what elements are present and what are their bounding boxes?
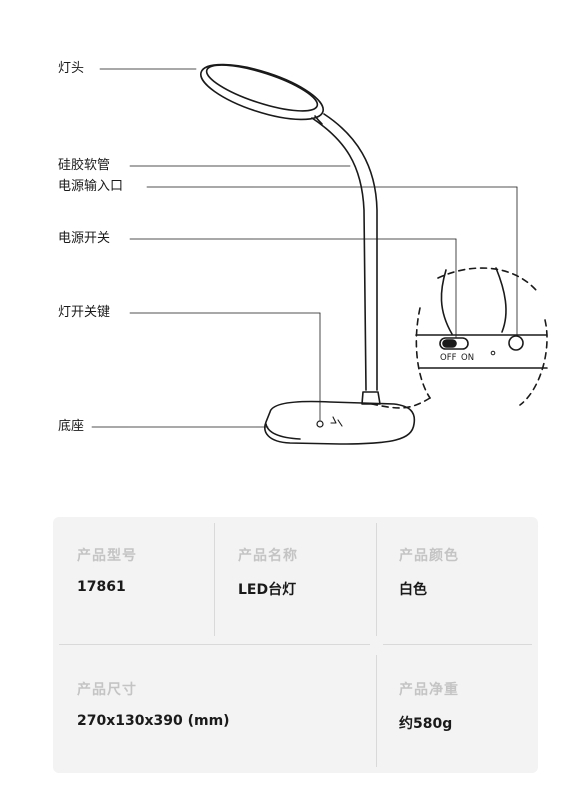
spec-size: 产品尺寸 270x130x390 (mm) — [77, 679, 230, 729]
leader-lines — [91, 68, 518, 428]
callout-silicone-hose: 硅胶软管 — [58, 158, 111, 173]
lamp-illustration: OFF ON — [91, 63, 548, 445]
spec-size-label: 产品尺寸 — [77, 682, 137, 698]
spec-name: 产品名称 LED台灯 — [238, 545, 298, 599]
spec-table: 产品型号 17861 产品名称 LED台灯 产品颜色 白色 产品尺寸 270x1… — [53, 517, 538, 773]
lamp-head-drawing — [200, 63, 324, 125]
callout-lamp-head: 灯头 — [58, 61, 85, 76]
callout-light-switch-key: 灯开关键 — [58, 305, 111, 320]
spec-color-label: 产品颜色 — [399, 548, 459, 564]
spec-size-value: 270x130x390 (mm) — [77, 713, 230, 729]
spec-model: 产品型号 17861 — [77, 545, 137, 595]
spec-weight-value: 约580g — [399, 716, 453, 732]
spec-weight-label: 产品净重 — [399, 682, 459, 698]
spec-name-label: 产品名称 — [238, 548, 298, 564]
divider — [214, 523, 215, 636]
callout-power-input: 电源输入口 — [58, 179, 124, 194]
product-diagram: OFF ON 灯头 硅胶软管 电源输入口 电源开关 灯开关键 底座 — [58, 61, 548, 445]
callout-base: 底座 — [58, 419, 85, 434]
spec-name-value: LED台灯 — [238, 582, 297, 598]
base-drawing — [264, 391, 416, 445]
divider — [376, 523, 377, 636]
on-label: ON — [461, 353, 474, 363]
divider — [376, 655, 377, 767]
switch-detail-drawing — [371, 267, 548, 409]
divider — [59, 644, 370, 645]
spec-model-value: 17861 — [77, 579, 126, 595]
spec-color: 产品颜色 白色 — [399, 545, 459, 599]
callout-power-switch: 电源开关 — [58, 231, 111, 246]
spec-model-label: 产品型号 — [77, 548, 137, 564]
spec-weight: 产品净重 约580g — [399, 679, 459, 733]
divider — [383, 644, 532, 645]
off-label: OFF — [440, 353, 457, 363]
hose-drawing — [311, 113, 378, 391]
spec-color-value: 白色 — [399, 582, 427, 598]
